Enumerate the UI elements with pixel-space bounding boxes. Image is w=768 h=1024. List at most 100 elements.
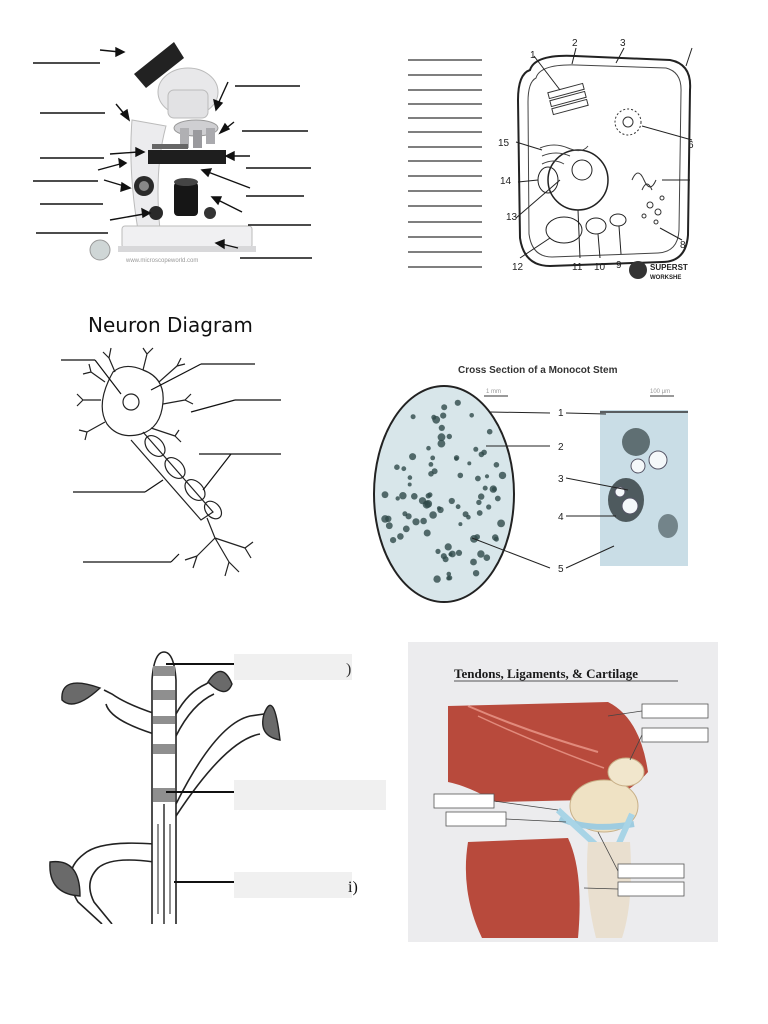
calf-muscle xyxy=(465,838,580,938)
vascular-bundle-dot xyxy=(401,466,407,472)
vascular-bundle-dot xyxy=(483,554,491,561)
watermark-text: www.microscopeworld.com xyxy=(125,258,198,264)
vascular-bundle-dot xyxy=(477,550,485,558)
vascular-bundle-dot xyxy=(475,475,481,482)
vascular-bundle-dot xyxy=(446,571,452,577)
quadriceps-muscle xyxy=(448,702,648,802)
cell-number-10: 10 xyxy=(594,262,606,273)
monocot-stem-diagram: Cross Section of a Monocot Stem 1 mm 100… xyxy=(368,356,708,606)
vascular-bundle-dot xyxy=(448,497,455,505)
stem-cross-section xyxy=(373,385,515,603)
vascular-bundle-dot xyxy=(433,575,441,583)
cell-number-9: 9 xyxy=(616,260,622,271)
vascular-bundle-dot xyxy=(423,529,431,537)
monocot-title: Cross Section of a Monocot Stem xyxy=(458,365,618,376)
vascular-bundle-dot xyxy=(437,439,446,448)
cell-number-11: 11 xyxy=(572,262,583,273)
vascular-bundle-dot xyxy=(441,404,448,411)
knee-diagram: Tendons, Ligaments, & Cartilage xyxy=(408,642,718,942)
vascular-bundle-dot xyxy=(426,445,431,451)
cell-blank-lines xyxy=(408,59,482,268)
vascular-bundle-dot xyxy=(472,570,480,577)
vascular-bundle-dot xyxy=(476,499,482,506)
neuron-title: Neuron Diagram xyxy=(88,313,253,337)
vascular-bundle-dot xyxy=(412,518,420,526)
vascular-bundle-dot xyxy=(409,453,417,461)
vascular-bundle-dot xyxy=(381,491,389,499)
vascular-bundle-dot xyxy=(454,399,461,406)
label-box-1-partial: ) xyxy=(346,661,351,678)
vascular-bundle-dot xyxy=(437,433,446,442)
cell-number-3: 3 xyxy=(620,38,626,49)
monocot-drawing: Cross Section of a Monocot Stem 1 mm 100… xyxy=(373,365,688,603)
monocot-leader-lines xyxy=(471,411,629,569)
vascular-bundle-dot xyxy=(474,534,480,540)
microscope-base xyxy=(121,225,253,249)
vascular-bundle-dot xyxy=(425,493,431,499)
vascular-bundle-dot xyxy=(486,504,492,510)
cell-number-12: 12 xyxy=(512,262,524,273)
watermark-logo xyxy=(89,239,111,261)
vascular-bundle-dot xyxy=(493,536,499,542)
vascular-bundle-dot xyxy=(428,471,434,477)
vascular-bundle-dot xyxy=(397,533,404,540)
vascular-bundle-dot xyxy=(385,522,393,530)
logo-text-1: SUPERST xyxy=(650,263,688,272)
vascular-bundle-dot xyxy=(420,517,427,525)
objective-lens xyxy=(180,128,189,148)
vascular-bundle-dot xyxy=(455,549,463,556)
vascular-bundle-dot xyxy=(430,455,436,461)
label-box-2 xyxy=(234,780,386,810)
vascular-bundle-dot xyxy=(402,525,410,533)
vascular-bundle-dot xyxy=(407,475,413,480)
scale-right: 100 μm xyxy=(650,389,670,395)
monocot-label-4: 4 xyxy=(558,512,564,523)
vascular-bundle-dot xyxy=(455,504,461,510)
knee-label-boxes xyxy=(433,703,709,897)
chloroplast-like-organelle xyxy=(545,216,583,244)
vascular-bundle-dot xyxy=(498,471,507,480)
vascular-bundle-dot xyxy=(438,424,445,431)
vascular-bundle-dot xyxy=(381,515,389,523)
vascular-bundle-dot xyxy=(486,428,493,435)
leaves xyxy=(49,670,281,897)
vascular-bundle-dot xyxy=(497,519,505,528)
detail-cells xyxy=(608,428,678,538)
light-source xyxy=(174,182,198,216)
vascular-bundle-dot xyxy=(436,506,442,511)
vascular-bundle-dot xyxy=(448,552,453,557)
vascular-bundle-dot xyxy=(429,511,437,519)
stage-clips xyxy=(152,144,188,149)
vascular-bundle-dot xyxy=(411,493,418,500)
vascular-bundles xyxy=(381,399,507,583)
vascular-bundle-dot xyxy=(394,464,400,470)
label-box-3-partial: i) xyxy=(348,879,358,896)
neuron-diagram xyxy=(55,342,295,598)
label-box-3 xyxy=(234,872,352,898)
cell-number-2: 2 xyxy=(572,38,578,49)
vascular-bundle-dot xyxy=(469,413,474,418)
cell-number-8: 8 xyxy=(680,240,686,251)
vascular-bundle-dot xyxy=(457,472,464,479)
golgi-apparatus xyxy=(547,82,589,116)
vascular-bundle-dot xyxy=(481,449,487,456)
vascular-bundle-dot xyxy=(440,553,447,560)
femur-end xyxy=(569,779,639,833)
patella xyxy=(607,757,645,787)
vascular-bundle-dot xyxy=(405,513,412,520)
cell-wall xyxy=(516,54,692,268)
monocot-label-2: 2 xyxy=(558,442,564,453)
vascular-bundle-dot xyxy=(447,575,453,581)
nucleus xyxy=(547,149,609,211)
knee-title: Tendons, Ligaments, & Cartilage xyxy=(454,666,638,681)
cell-leader-lines xyxy=(515,47,693,259)
vascular-bundle-dot xyxy=(476,510,483,516)
superstar-logo-icon xyxy=(629,261,647,279)
stem-pointer-lines xyxy=(166,663,234,883)
scale-left: 1 mm xyxy=(486,389,501,395)
vascular-bundle-dot xyxy=(484,474,490,479)
vascular-bundle-dot xyxy=(432,415,441,424)
vascular-bundle-dot xyxy=(453,455,460,461)
cell-number-1: 1 xyxy=(530,50,536,61)
plant-stem-drawing: ) i) xyxy=(49,651,386,924)
